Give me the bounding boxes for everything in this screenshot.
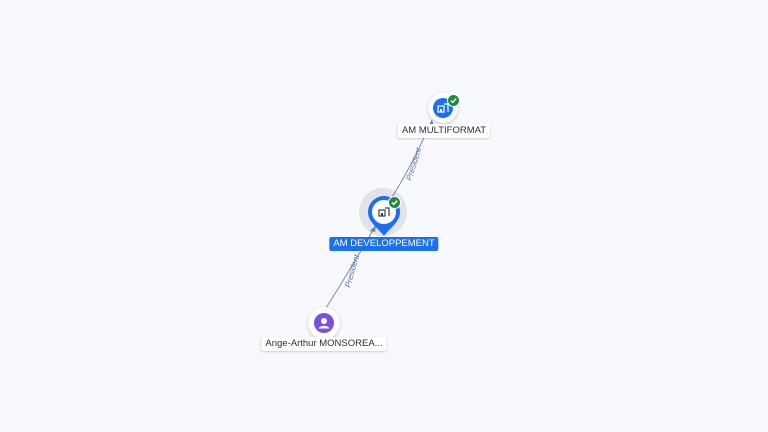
edge-label-president-1: President xyxy=(404,146,423,182)
check-badge-icon xyxy=(388,196,401,209)
building-icon xyxy=(375,203,393,221)
edge-label-president-2: President xyxy=(343,253,361,289)
person-icon xyxy=(314,313,334,333)
node-label[interactable]: AM DEVELOPPEMENT xyxy=(329,237,439,251)
node-label[interactable]: Ange-Arthur MONSOREA... xyxy=(261,337,387,351)
node-circle[interactable] xyxy=(308,307,340,339)
check-badge-icon xyxy=(447,94,460,107)
node-label[interactable]: AM MULTIFORMAT xyxy=(397,124,491,138)
